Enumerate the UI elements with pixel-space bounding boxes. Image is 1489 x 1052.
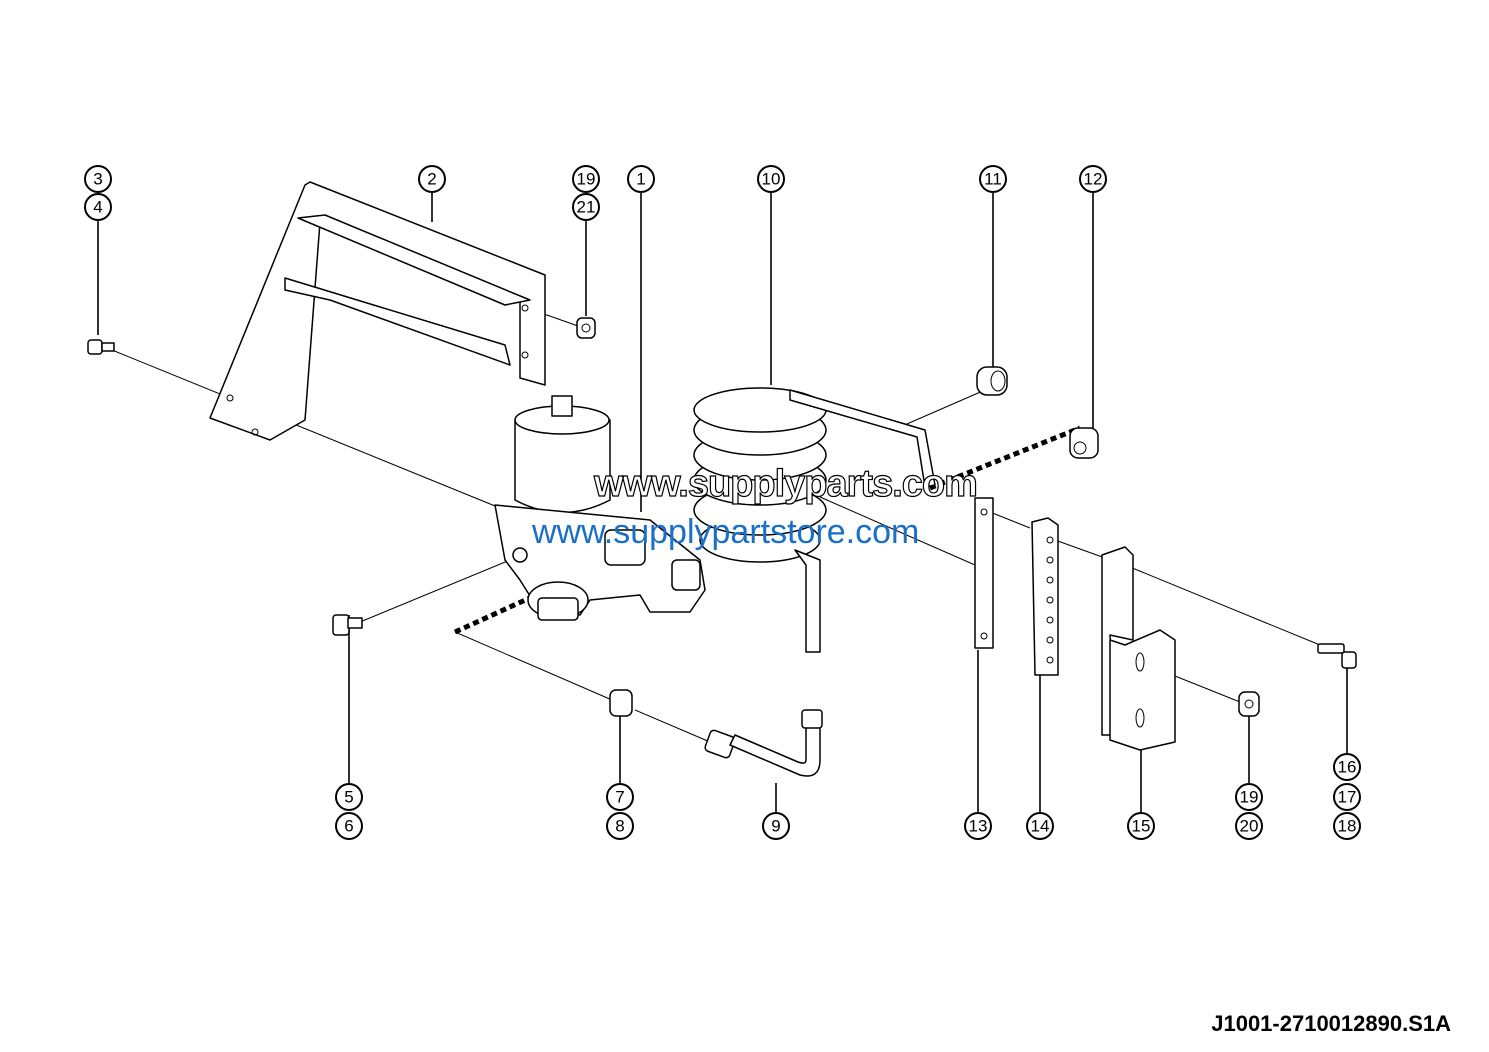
svg-text:19: 19 <box>1240 788 1259 807</box>
nut <box>1238 691 1260 717</box>
callout-21: 21 <box>572 193 600 221</box>
watermark-blue: www.supplypartstore.com <box>532 513 920 551</box>
callout-11: 11 <box>979 165 1007 193</box>
svg-text:21: 21 <box>577 198 596 217</box>
svg-text:12: 12 <box>1084 170 1103 189</box>
svg-text:1: 1 <box>636 170 645 189</box>
svg-text:17: 17 <box>1338 788 1357 807</box>
bolt <box>87 339 115 355</box>
air-dryer-assembly <box>494 395 706 621</box>
callout-10: 10 <box>757 165 785 193</box>
watermark-black: www.supplyparts.com <box>593 462 978 505</box>
svg-text:3: 3 <box>93 170 102 189</box>
callout-5: 5 <box>335 783 363 811</box>
svg-text:5: 5 <box>344 788 353 807</box>
callout-2: 2 <box>418 165 446 193</box>
svg-text:2: 2 <box>427 170 436 189</box>
callout-9: 9 <box>762 812 790 840</box>
callout-12: 12 <box>1079 165 1107 193</box>
fitting <box>976 366 1008 396</box>
angle-bracket <box>1101 546 1176 751</box>
svg-text:16: 16 <box>1338 758 1357 777</box>
callout-labels: 3 4 2 19 21 1 10 11 12 5 6 7 8 9 13 14 1… <box>84 165 1361 840</box>
callout-19b: 19 <box>1235 783 1263 811</box>
callout-19: 19 <box>572 165 600 193</box>
spacer-plate <box>974 497 994 649</box>
callout-1: 1 <box>627 165 655 193</box>
callout-4: 4 <box>84 193 112 221</box>
svg-text:4: 4 <box>93 198 102 217</box>
svg-text:11: 11 <box>984 170 1002 189</box>
callout-20: 20 <box>1235 812 1263 840</box>
callout-7: 7 <box>606 783 634 811</box>
callout-15: 15 <box>1127 812 1155 840</box>
callout-6: 6 <box>335 812 363 840</box>
elbow-fitting <box>1069 427 1099 459</box>
svg-text:6: 6 <box>344 817 353 836</box>
svg-text:9: 9 <box>771 817 780 836</box>
svg-text:15: 15 <box>1132 817 1151 836</box>
fitting <box>609 689 633 717</box>
elbow-connector <box>332 614 363 636</box>
slotted-strip <box>1031 517 1059 676</box>
callout-17: 17 <box>1333 783 1361 811</box>
svg-text:14: 14 <box>1031 817 1050 836</box>
callout-18: 18 <box>1333 812 1361 840</box>
callout-13: 13 <box>964 812 992 840</box>
svg-text:7: 7 <box>615 788 624 807</box>
bolt <box>1317 643 1357 669</box>
svg-text:19: 19 <box>577 170 596 189</box>
drawing-code: J1001-2710012890.S1A <box>1211 1011 1451 1036</box>
callout-3: 3 <box>84 165 112 193</box>
pipe <box>704 709 823 777</box>
svg-text:10: 10 <box>762 170 781 189</box>
svg-text:8: 8 <box>615 817 624 836</box>
callout-16: 16 <box>1333 753 1361 781</box>
mounting-bracket <box>209 181 546 441</box>
svg-text:13: 13 <box>969 817 988 836</box>
svg-text:18: 18 <box>1338 817 1357 836</box>
callout-8: 8 <box>606 812 634 840</box>
svg-text:20: 20 <box>1240 817 1259 836</box>
callout-14: 14 <box>1026 812 1054 840</box>
cooling-coil <box>693 387 936 653</box>
nut <box>576 317 596 339</box>
